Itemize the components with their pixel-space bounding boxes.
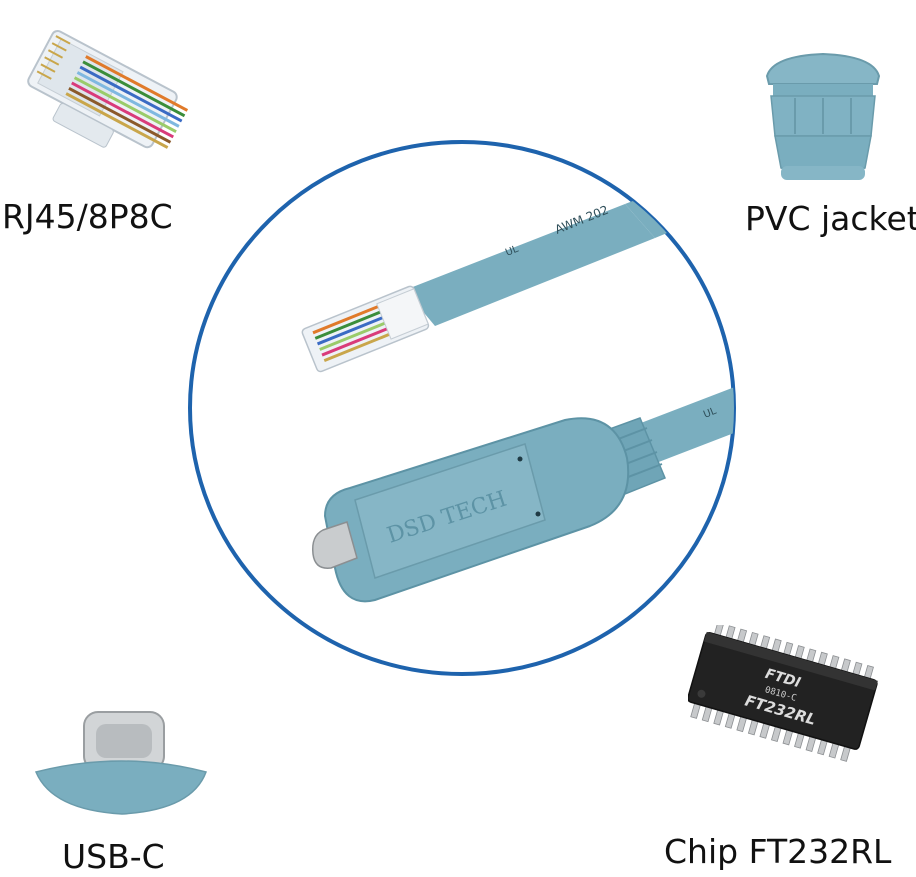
chip-label: Chip FT232RL (664, 832, 892, 871)
rj45-connector-icon (27, 30, 189, 149)
usb-c-plug-icon (34, 711, 207, 815)
cable-ul-mark: UL (504, 244, 520, 259)
usb-to-rj45-cable-icon: AWM 202 UL UL DSD (188, 140, 736, 676)
rj45-label: RJ45/8P8C (2, 197, 173, 236)
pvc-jacket-label: PVC jacket (745, 199, 916, 238)
pvc-strain-relief-icon (765, 52, 881, 180)
lower-ul-mark: UL (702, 406, 718, 421)
usb-c-label: USB-C (62, 837, 165, 876)
ft232rl-chip-icon: FTDI 0810-C FT232RL (688, 625, 878, 762)
